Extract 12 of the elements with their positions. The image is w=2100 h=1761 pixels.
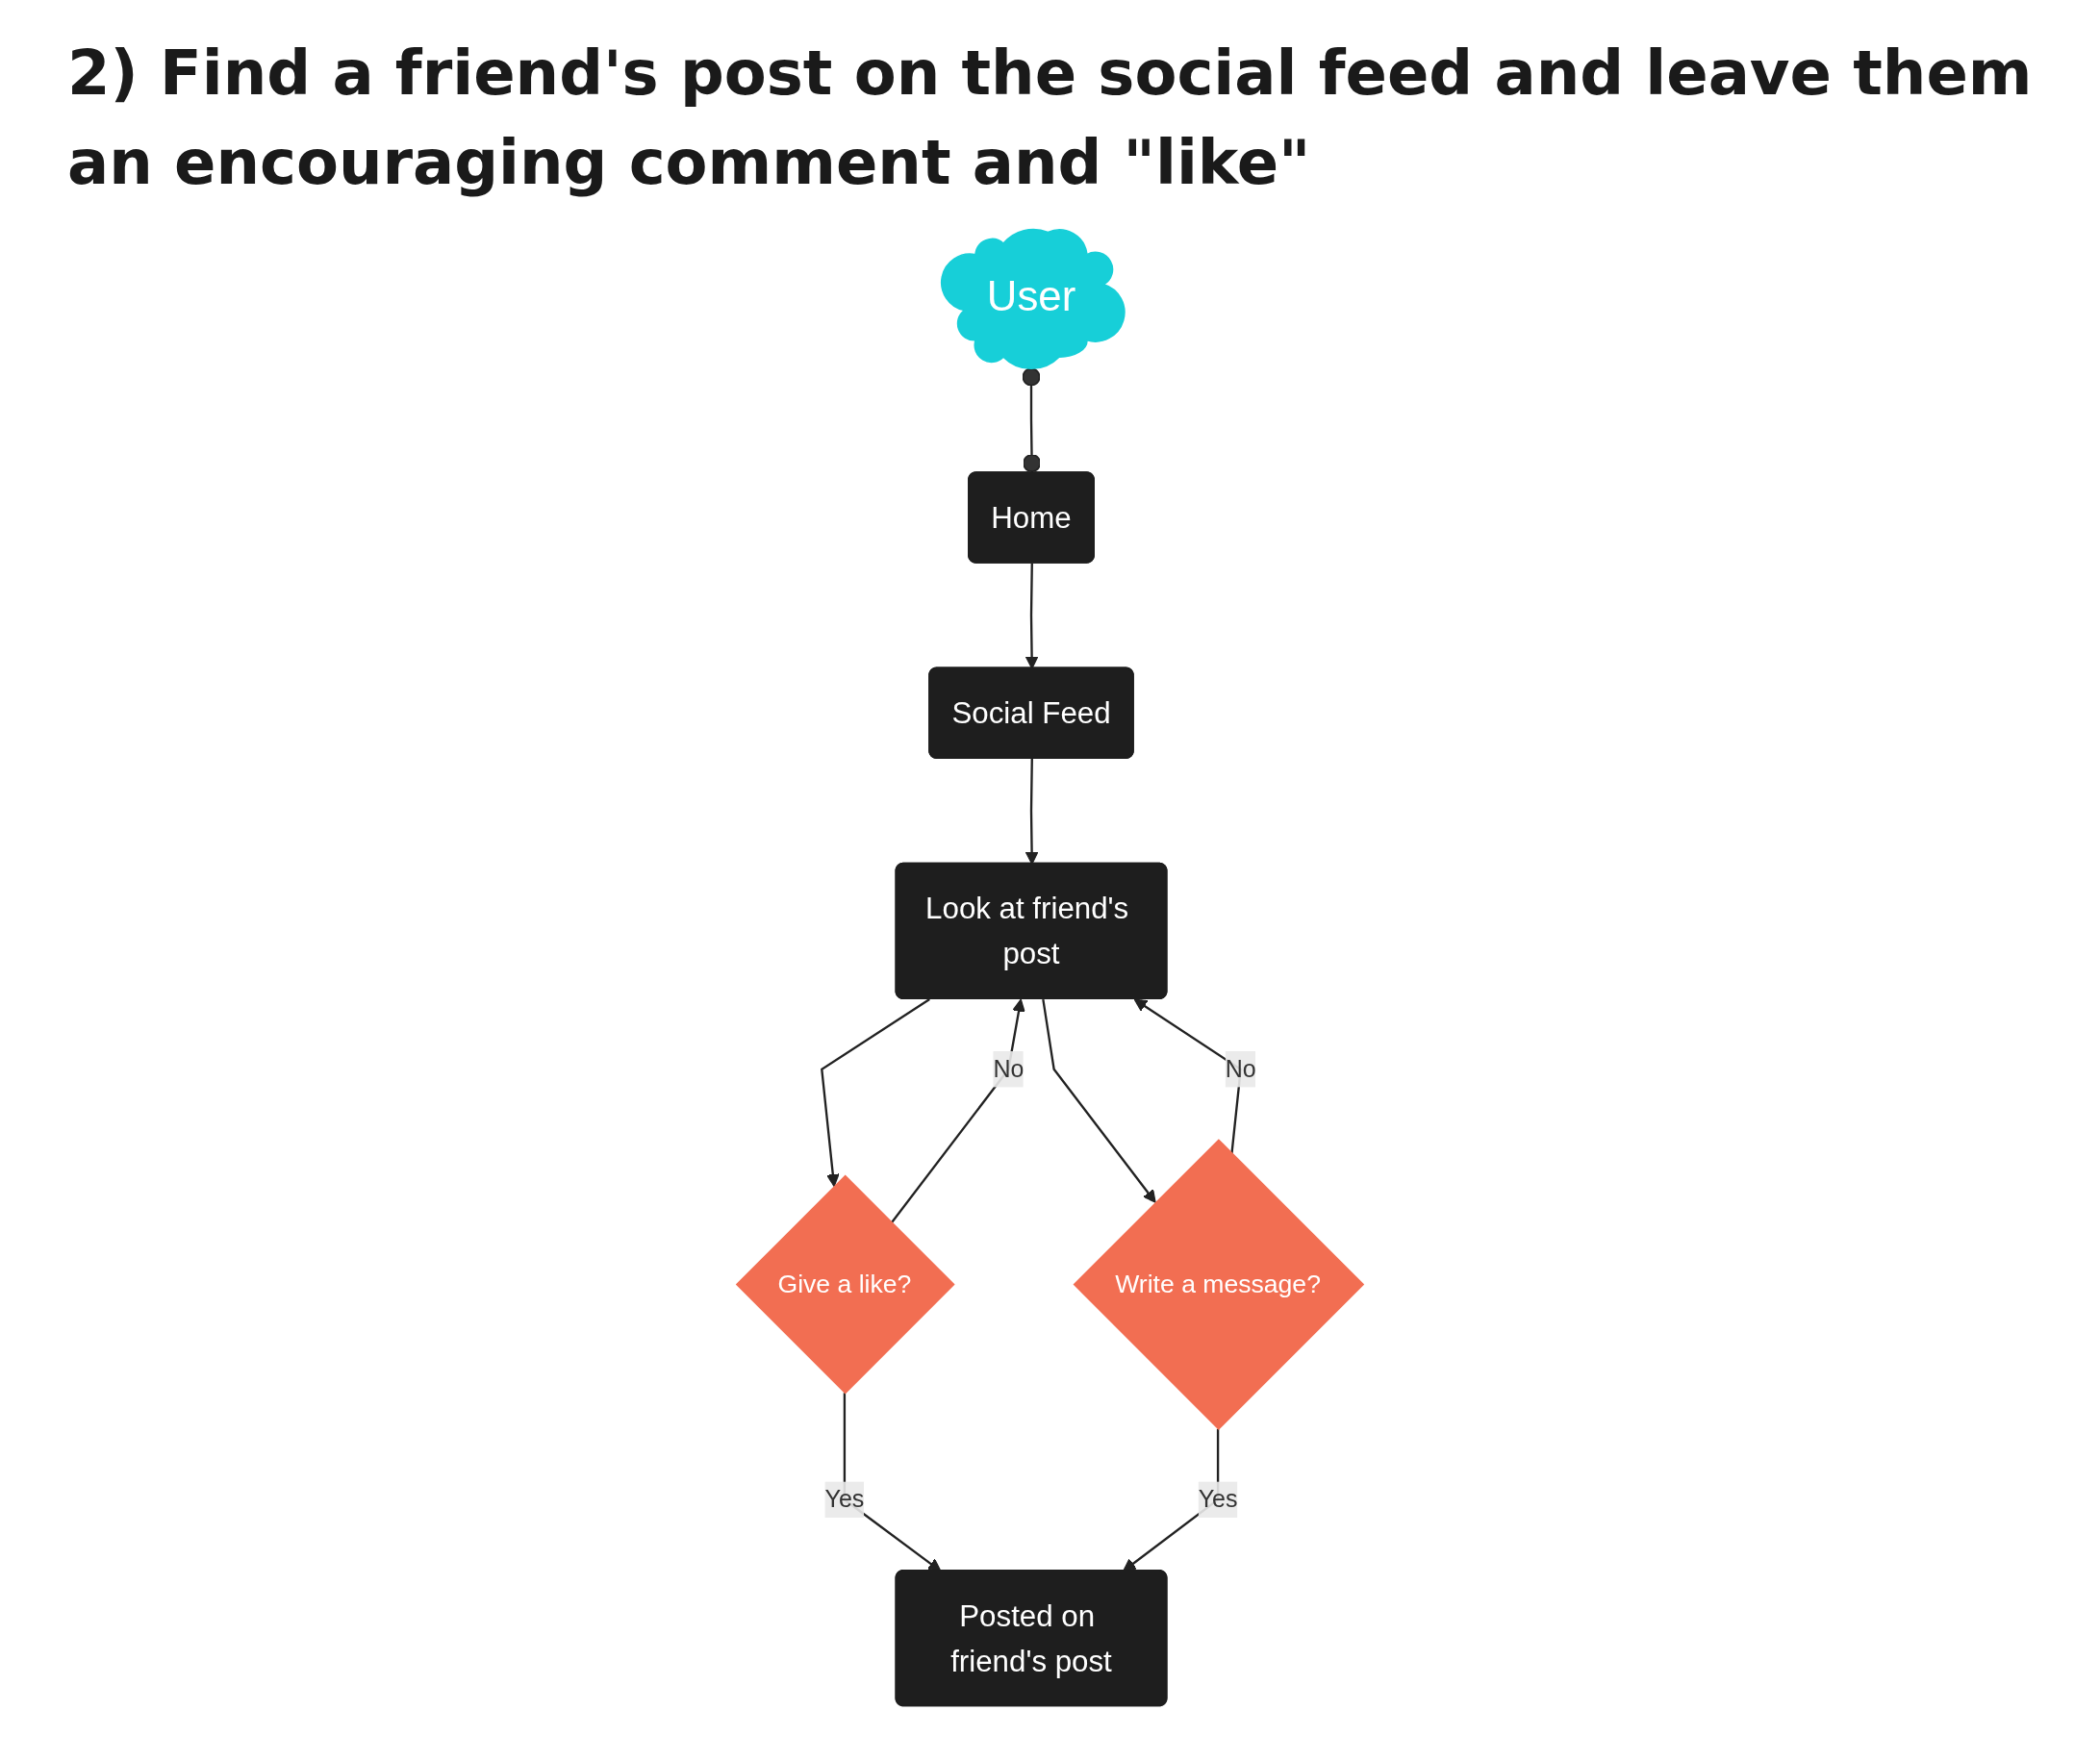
edge-label: No [1225, 1055, 1256, 1081]
arrow [1042, 998, 1156, 1203]
edge-label: Yes [824, 1485, 865, 1512]
connector [1022, 366, 1042, 473]
edge-label: Yes [1198, 1485, 1238, 1512]
arrow [1025, 758, 1039, 865]
edge-label: No [993, 1055, 1025, 1081]
node-diamond: Write a message? [1073, 1138, 1365, 1430]
arrow [821, 997, 930, 1187]
arrow [890, 998, 1025, 1223]
title: 2) Find a friend's post on the social feed and leave them an encouraging comment and "like" [66, 37, 2034, 200]
node-diamond: Give a like? [735, 1174, 955, 1395]
